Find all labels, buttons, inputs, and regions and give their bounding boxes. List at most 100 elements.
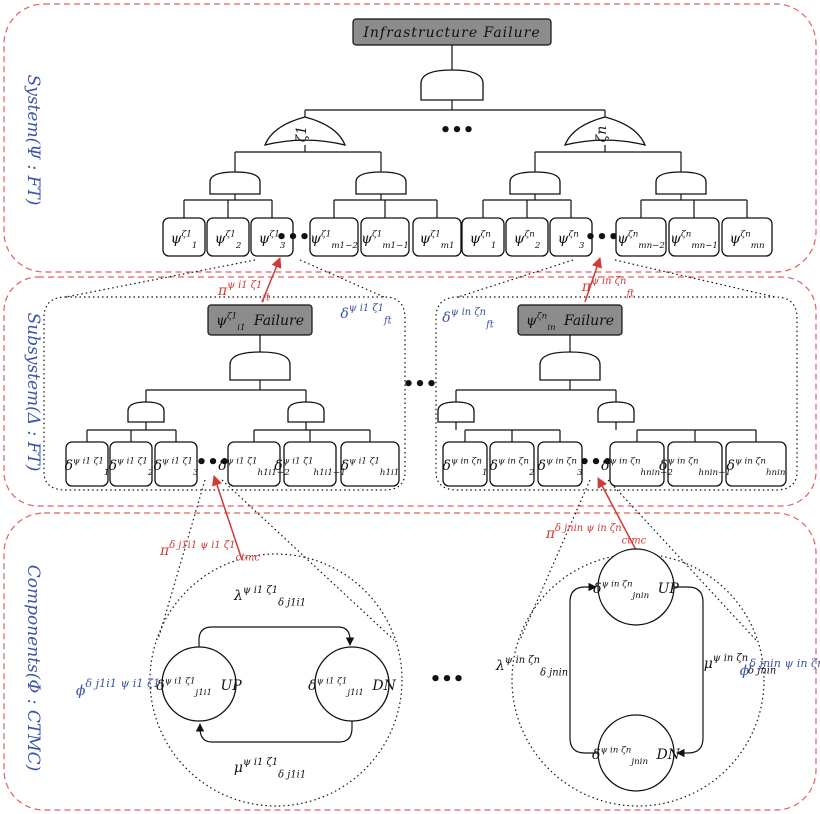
ctmc-right-lambda-transition <box>569 582 599 754</box>
subsystem-leaf-left-2 <box>109 441 153 487</box>
system-leaf-right-6-label: ψζnmn <box>729 230 764 251</box>
subsystem-leaf-ellipsis-right: ••• <box>579 452 614 473</box>
system-leaf-left-2 <box>206 217 250 257</box>
system-top-ellipsis: ••• <box>440 120 475 141</box>
ctmc-right-dn-label: δψ in ζnjnin DN <box>592 746 681 767</box>
zeta-n-label: ζn <box>594 126 610 143</box>
system-leaf-left-2-label: ψζ12 <box>215 230 242 251</box>
subsystem-root-label-right: ψζnin Failure <box>526 312 614 333</box>
system-leaf-right-2 <box>505 217 549 257</box>
components-band <box>3 512 817 811</box>
root-event-label: Infrastructure Failure <box>362 25 540 41</box>
subsystem-leaf-left-2-label: δψ i1 ζ12 <box>109 457 154 478</box>
subsystem-leaf-left-1 <box>65 441 109 487</box>
pi-ft-label-left: πψ i1 ζ1ft <box>217 280 270 304</box>
subsystem-right-outline <box>435 296 798 491</box>
system-leaf-right-3-label: ψζn3 <box>558 230 585 251</box>
subsystem-gate-left <box>263 116 347 146</box>
ctmc-left-up-label: δψ i1 ζ1j1i1 UP <box>156 677 242 698</box>
projection-right-a <box>457 259 574 298</box>
subsystem-leaf-left-5 <box>283 441 337 487</box>
pi-ctmc-arrow-left <box>212 475 243 561</box>
subsystem-leaf-right-4 <box>609 441 665 487</box>
subsystem-leaf-right-4-label: δψ in ζnhnin−2 <box>601 457 673 478</box>
and-gate-right-a <box>509 171 561 195</box>
system-leaf-right-4-label: ψζnmn−2 <box>617 230 665 251</box>
subsystem-leaf-ellipsis-left: ••• <box>196 452 231 473</box>
system-leaf-left-6 <box>412 217 462 257</box>
subsystem-leaf-left-5-label: δψ i1 ζ1h1i1−1 <box>274 457 345 478</box>
system-leaf-ellipsis-right: ••• <box>585 227 620 248</box>
subsystem-and-gate-right-a <box>437 401 475 423</box>
pi-ctmc-label-left: πδ j1i1 ψ i1 ζ1ctmc <box>159 540 260 564</box>
subsystem-leaf-right-1-label: δψ in ζn1 <box>443 457 488 478</box>
system-leaf-left-3 <box>250 217 294 257</box>
ctmc-right-mu-transition <box>674 586 704 758</box>
ctmc-right-outline <box>511 553 765 807</box>
subsystem-leaf-right-1 <box>442 441 488 487</box>
system-leaf-left-6-label: ψζ1m1 <box>420 230 455 251</box>
ctmc-right-phi-label: ϕδ jnin ψ in ζn <box>740 657 820 679</box>
system-leaf-right-6 <box>721 217 773 257</box>
top-and-gate <box>420 69 484 101</box>
ctmc-left-lambda-transition <box>198 626 355 647</box>
pi-ft-label-right: πψ in ζnft <box>581 276 634 300</box>
system-leaf-right-5 <box>668 217 720 257</box>
ctmc-projection-left-b <box>221 479 395 641</box>
zeta-1-label: ζ1 <box>294 126 310 143</box>
system-leaf-right-2-label: ψζn2 <box>514 230 541 251</box>
ctmc-projection-right-b <box>607 479 757 641</box>
ctmc-left-phi-label: ϕδ j1i1 ψ i1 ζ1 <box>76 677 160 699</box>
subsystem-leaf-left-3 <box>154 441 198 487</box>
subsystem-leaf-left-6 <box>340 441 400 487</box>
system-leaf-right-5-label: ψζnmn−1 <box>670 230 718 251</box>
system-leaf-right-1-label: ψζn1 <box>470 230 497 251</box>
system-leaf-left-5 <box>360 217 410 257</box>
components-ellipsis: ••• <box>430 669 465 690</box>
subsystem-gate-right <box>563 116 647 146</box>
system-leaf-left-1-label: ψζ11 <box>171 230 198 251</box>
system-leaf-left-3-label: ψζ13 <box>259 230 286 251</box>
subsystem-right-delta-label: δψ in ζnft <box>442 307 493 331</box>
pi-ft-arrow-right <box>584 257 602 303</box>
system-leaf-left-4 <box>309 217 359 257</box>
system-leaf-right-3 <box>549 217 593 257</box>
ctmc-left-mu-transition <box>195 721 353 743</box>
subsystem-leaf-right-3-label: δψ in ζn3 <box>538 457 583 478</box>
subsystem-band-label: Subsystem(Δ : FT) <box>23 313 43 472</box>
ctmc-projection-right-a <box>519 479 591 641</box>
subsystem-leaf-left-3-label: δψ i1 ζ13 <box>154 457 199 478</box>
subsystem-top-gate-right <box>539 351 601 381</box>
system-leaf-left-5-label: ψζ1m1−1 <box>361 230 409 251</box>
and-gate-left-a <box>209 171 261 195</box>
ctmc-right-mu-label: μψ in ζnδ jnin <box>704 653 777 677</box>
subsystem-leaf-right-6-label: δψ in ζnhnin <box>727 457 786 478</box>
ctmc-left-dn-label: δψ i1 ζ1j1i1 DN <box>308 677 396 698</box>
subsystem-leaf-left-1-label: δψ i1 ζ11 <box>65 457 110 478</box>
subsystem-left-delta-label: δψ i1 ζ1ft <box>340 303 391 327</box>
system-band <box>3 3 817 273</box>
ctmc-projection-left-a <box>157 479 206 641</box>
subsystem-between-ellipsis: ••• <box>403 374 438 395</box>
ctmc-left-outline <box>149 553 403 807</box>
ctmc-right-lambda-label: λψ in ζnδ jnin <box>495 655 568 679</box>
subsystem-root-label-left: ψζ1i1 Failure <box>216 312 304 333</box>
subsystem-leaf-left-4 <box>227 441 281 487</box>
pi-ft-arrow-left <box>261 257 282 303</box>
projection-right-b <box>614 259 776 298</box>
components-band-label: Components(Φ : CTMC) <box>23 565 43 772</box>
subsystem-top-gate-left <box>229 351 291 381</box>
system-band-label: System(Ψ : FT) <box>23 75 43 206</box>
pi-ctmc-label-right: πδ jnin ψ in ζnctmc <box>545 523 647 547</box>
subsystem-leaf-right-5 <box>667 441 723 487</box>
system-leaf-right-1 <box>461 217 505 257</box>
subsystem-and-gate-left-a <box>127 401 165 423</box>
ctmc-left-lambda-label: λψ i1 ζ1δ j1i1 <box>233 585 306 609</box>
subsystem-leaf-right-6 <box>725 441 787 487</box>
subsystem-leaf-right-5-label: δψ in ζnhnin−1 <box>659 457 731 478</box>
pi-ctmc-arrow-right <box>597 477 637 551</box>
system-leaf-left-1 <box>162 217 206 257</box>
subsystem-band <box>3 276 817 507</box>
subsystem-leaf-left-6-label: δψ i1 ζ1h1i1 <box>341 457 400 478</box>
